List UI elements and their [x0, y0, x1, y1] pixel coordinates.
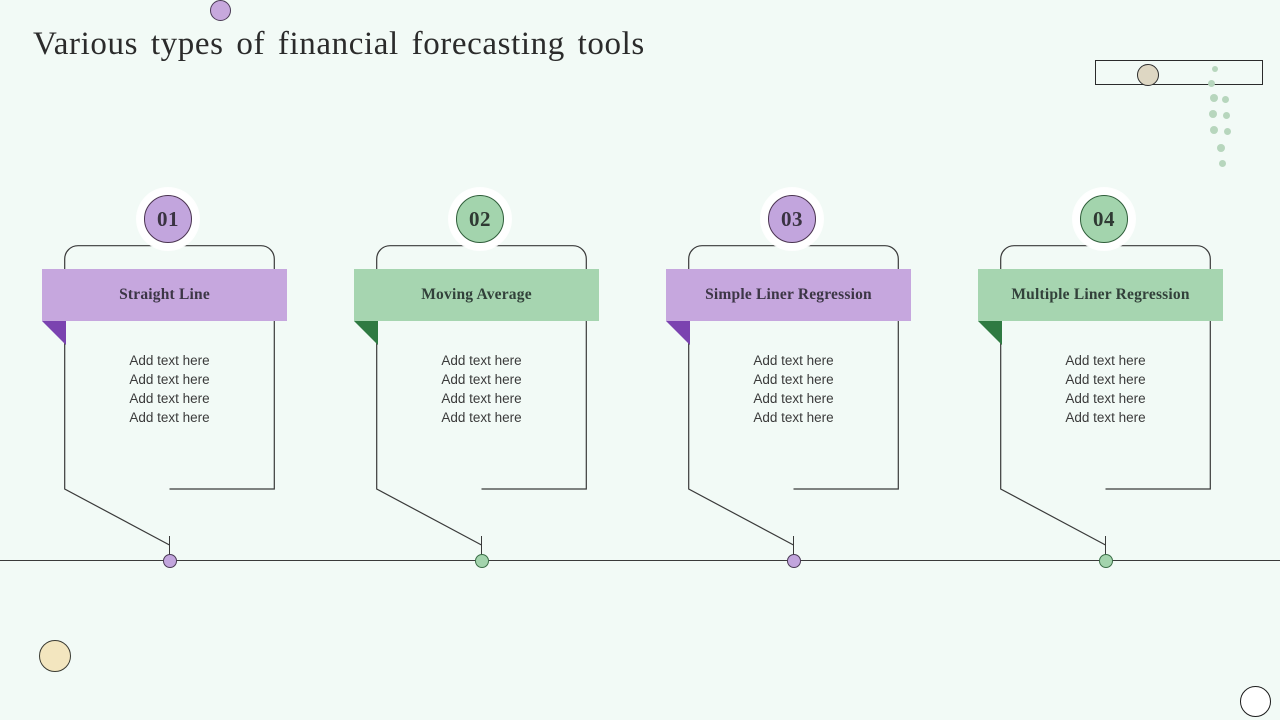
- card-text-line: Add text here: [753, 410, 834, 425]
- card-title-banner: Simple Liner Regression: [666, 269, 911, 345]
- decorative-dot: [1208, 80, 1215, 87]
- timeline-node[interactable]: [1099, 554, 1113, 568]
- card-text-line: Add text here: [1065, 391, 1146, 406]
- banner-fold-corner-icon: [666, 321, 690, 345]
- card-title-banner: Moving Average: [354, 269, 599, 345]
- decorative-dot: [1210, 126, 1218, 134]
- card-text-line: Add text here: [441, 391, 522, 406]
- card-text-line: Add text here: [129, 372, 210, 387]
- decorative-dot: [1217, 144, 1225, 152]
- timeline-connector: [793, 536, 794, 560]
- card-text-line: Add text here: [1065, 372, 1146, 387]
- card-number-label: 03: [768, 195, 816, 243]
- banner-fold-corner-icon: [978, 321, 1002, 345]
- timeline-node[interactable]: [163, 554, 177, 568]
- card-title-banner: Multiple Liner Regression: [978, 269, 1223, 345]
- card-text-line: Add text here: [441, 353, 522, 368]
- card-text-line: Add text here: [129, 410, 210, 425]
- card-text-line: Add text here: [1065, 410, 1146, 425]
- card-text-line: Add text here: [441, 410, 522, 425]
- card-text-line: Add text here: [753, 391, 834, 406]
- timeline-node[interactable]: [475, 554, 489, 568]
- banner-fold-corner-icon: [354, 321, 378, 345]
- banner-fold-corner-icon: [42, 321, 66, 345]
- decorative-circle-bottom-right: [1240, 686, 1271, 717]
- card-title-label: Multiple Liner Regression: [1011, 286, 1190, 303]
- card-number-label: 01: [144, 195, 192, 243]
- card-text-line: Add text here: [753, 353, 834, 368]
- card-text-line: Add text here: [1065, 353, 1146, 368]
- decorative-circle-in-rectangle: [1137, 64, 1159, 86]
- card-text-line: Add text here: [129, 391, 210, 406]
- timeline-connector: [1105, 536, 1106, 560]
- decorative-circle-bottom-left: [39, 640, 71, 672]
- card-text-line: Add text here: [753, 372, 834, 387]
- timeline-connector: [169, 536, 170, 560]
- decorative-dot: [1222, 96, 1229, 103]
- page-title: Various types of financial forecasting t…: [33, 26, 645, 62]
- decorative-dot: [1209, 110, 1217, 118]
- decorative-dot: [1210, 94, 1218, 102]
- decorative-dot: [1219, 160, 1226, 167]
- decorative-dot: [1212, 66, 1218, 72]
- timeline-node[interactable]: [787, 554, 801, 568]
- card-title-label: Straight Line: [119, 286, 210, 303]
- card-number-label: 04: [1080, 195, 1128, 243]
- card-number-badge: 01: [137, 188, 199, 250]
- decorative-circle-top: [210, 0, 231, 21]
- decorative-dot-trail: [1200, 58, 1246, 167]
- decorative-rectangle-top-right: [1095, 60, 1263, 85]
- card-title-banner: Straight Line: [42, 269, 287, 345]
- decorative-dot: [1223, 112, 1230, 119]
- card-number-badge: 04: [1073, 188, 1135, 250]
- timeline-connector: [481, 536, 482, 560]
- card-number-badge: 03: [761, 188, 823, 250]
- card-text-line: Add text here: [129, 353, 210, 368]
- card-text-line: Add text here: [441, 372, 522, 387]
- card-number-label: 02: [456, 195, 504, 243]
- card-title-label: Moving Average: [421, 286, 532, 303]
- timeline-baseline: [0, 560, 1280, 561]
- card-number-badge: 02: [449, 188, 511, 250]
- card-title-label: Simple Liner Regression: [705, 286, 872, 303]
- decorative-dot: [1224, 128, 1231, 135]
